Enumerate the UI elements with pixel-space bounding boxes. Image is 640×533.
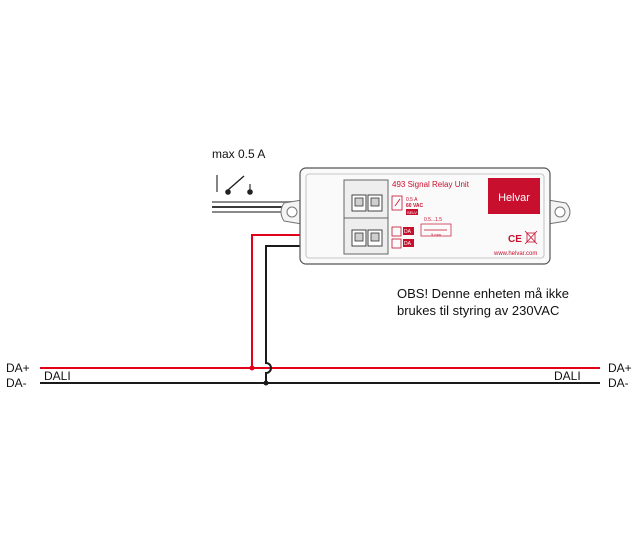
relay-selv-mark: SELV [407, 210, 417, 215]
da-terminal-label-1: DA [404, 229, 412, 235]
ce-mark: CE [508, 234, 522, 245]
da-minus-junction-dot [263, 380, 269, 386]
wire-strip-diagram [420, 223, 452, 237]
warning-note-line-1: OBS! Denne enheten må ikke [397, 286, 569, 301]
helvar-logo-block [488, 178, 540, 214]
bus-right-plus-label: DA+ [608, 361, 632, 375]
bus-right-dali-label: DALI [554, 369, 581, 383]
signal-relay-unit: 493 Signal Relay Unit 0.5 A 60 VAC SELV … [280, 167, 571, 265]
relay-rating-voltage: 60 VAC [406, 203, 424, 209]
switch-rating-label: max 0.5 A [212, 147, 265, 161]
bus-left-minus-label: DA- [6, 376, 27, 390]
bus-left-dali-label: DALI [44, 369, 71, 383]
device-model-label: 493 Signal Relay Unit [392, 180, 470, 189]
strip-length-label: 5 mm [431, 232, 442, 237]
da-plus-junction-dot [249, 365, 255, 371]
wire-spec-label: 0.5...1.5 [424, 217, 442, 223]
bus-right-minus-label: DA- [608, 376, 629, 390]
da-terminal-label-2: DA [404, 241, 412, 247]
relay-switch-symbol [216, 175, 253, 195]
bus-left-plus-label: DA+ [6, 361, 30, 375]
da-minus-drop-wire [265, 245, 360, 383]
weee-bin-icon [524, 230, 538, 245]
da-terminal-screw-2 [354, 232, 364, 242]
relay-rating-current: 0.5 A [406, 197, 418, 203]
helvar-website: www.helvar.com [493, 251, 537, 257]
warning-note-line-2: brukes til styring av 230VAC [397, 303, 559, 318]
da-terminal-screw-1 [370, 232, 380, 242]
relay-symbol-box [391, 195, 403, 211]
relay-terminal-screw-1 [370, 197, 380, 207]
relay-terminal-screw-2 [354, 197, 364, 207]
helvar-logo-text: Helvar [498, 192, 530, 204]
